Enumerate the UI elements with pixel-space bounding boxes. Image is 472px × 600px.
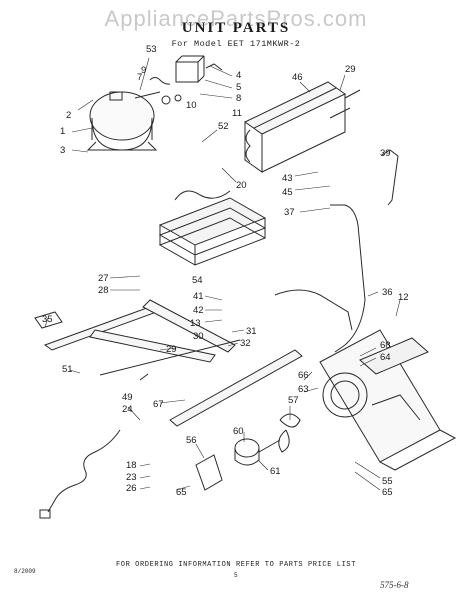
ordering-footer: FOR ORDERING INFORMATION REFER TO PARTS … xyxy=(115,561,357,569)
callout-39: 39 xyxy=(380,148,391,159)
callout-12: 12 xyxy=(398,292,409,303)
callout-10: 10 xyxy=(186,100,197,111)
watermark: AppliancePartsPros.com xyxy=(104,6,368,31)
suction-line xyxy=(330,204,366,353)
callout-49: 49 xyxy=(122,392,133,403)
callout-18: 18 xyxy=(126,460,137,471)
wire-harness xyxy=(47,429,121,513)
callout-13: 13 xyxy=(190,318,201,329)
callout-28: 28 xyxy=(98,285,109,296)
callout-30: 30 xyxy=(193,331,204,342)
diagram-title: UNIT PARTS xyxy=(181,20,291,36)
callout-29: 29 xyxy=(166,344,177,355)
callout-23: 23 xyxy=(126,472,137,483)
callout-51: 51 xyxy=(62,364,73,375)
callout-27: 27 xyxy=(98,273,109,284)
model-label: For Model EET 171MKWR-2 xyxy=(171,39,301,49)
callout-29: 29 xyxy=(345,64,356,75)
callout-5: 5 xyxy=(236,82,241,93)
callout-32: 32 xyxy=(240,338,251,349)
document-code: 8/2009 xyxy=(14,568,36,575)
callout-60: 60 xyxy=(233,426,244,437)
callout-2: 2 xyxy=(66,110,71,121)
callout-65: 65 xyxy=(382,487,393,498)
callout-35: 35 xyxy=(42,314,53,325)
callout-8: 8 xyxy=(236,93,241,104)
callout-7: 7 xyxy=(137,72,142,83)
callout-65: 65 xyxy=(176,487,187,498)
callout-53: 53 xyxy=(146,44,157,55)
callout-63: 63 xyxy=(298,384,309,395)
capillary-tube xyxy=(274,289,353,331)
relay xyxy=(149,55,223,105)
callout-56: 56 xyxy=(186,435,197,446)
callout-26: 26 xyxy=(126,483,137,494)
callout-45: 45 xyxy=(282,187,293,198)
callout-9: 9 xyxy=(141,65,146,76)
callout-54: 54 xyxy=(192,275,203,286)
condenser xyxy=(244,81,361,173)
callout-3: 3 xyxy=(60,145,65,156)
callout-61: 61 xyxy=(270,466,281,477)
callout-41: 41 xyxy=(193,291,204,302)
callout-46: 46 xyxy=(292,72,303,83)
base-frame xyxy=(34,299,241,381)
fan-assembly xyxy=(195,413,301,491)
callout-57: 57 xyxy=(288,395,299,406)
callout-31: 31 xyxy=(246,326,257,337)
page-number: 5 xyxy=(234,572,238,579)
callout-36: 36 xyxy=(382,287,393,298)
callout-20: 20 xyxy=(236,180,247,191)
callout-24: 24 xyxy=(122,404,133,415)
evaporator xyxy=(158,190,267,266)
callout-55: 55 xyxy=(382,476,393,487)
callout-64: 64 xyxy=(380,352,391,363)
callout-43: 43 xyxy=(282,173,293,184)
callout-42: 42 xyxy=(193,305,204,316)
callout-66: 66 xyxy=(298,370,309,381)
compressor xyxy=(86,91,161,151)
rail xyxy=(169,349,303,427)
handwritten-note: 575-6-8 xyxy=(380,580,409,590)
callout-67: 67 xyxy=(153,399,164,410)
callout-11: 11 xyxy=(232,108,242,119)
callout-4: 4 xyxy=(236,70,241,81)
callout-37: 37 xyxy=(284,207,295,218)
callout-68: 68 xyxy=(380,340,391,351)
callout-52: 52 xyxy=(218,121,229,132)
fan-shroud xyxy=(319,329,457,471)
callout-1: 1 xyxy=(60,126,65,137)
